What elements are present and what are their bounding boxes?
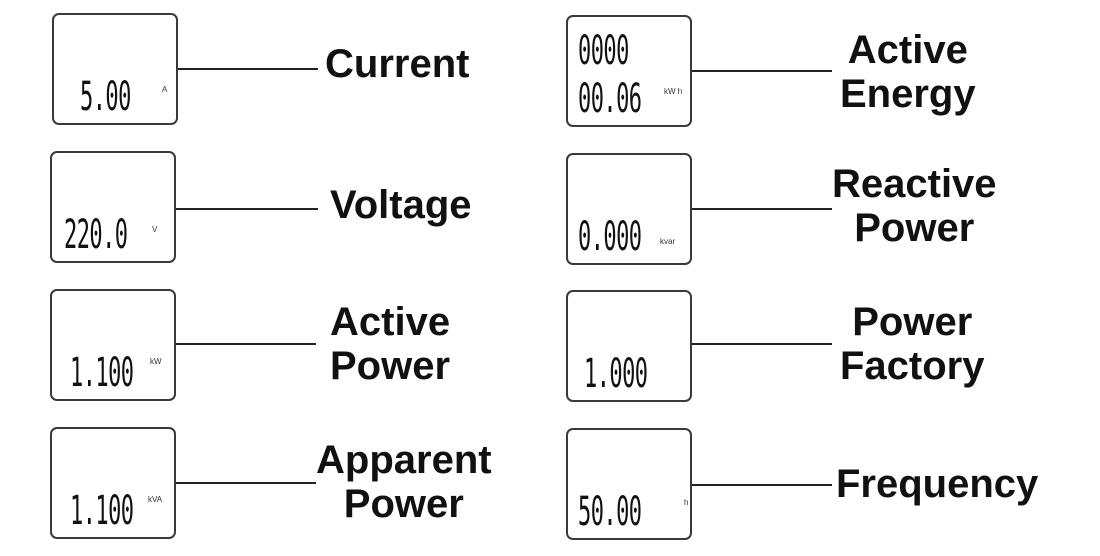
apparent-power-display: 1.100 kVA xyxy=(50,427,176,539)
active-power-connector xyxy=(176,343,316,345)
apparent-power-reading: 1.100 xyxy=(70,488,134,534)
active-energy-reading-top: 0000 xyxy=(578,28,629,74)
active-energy-connector xyxy=(692,70,832,72)
apparent-power-unit: kVA xyxy=(148,495,163,504)
frequency-connector xyxy=(692,484,832,486)
frequency-reading: 50.00 xyxy=(578,489,642,535)
current-reading: 5.00 xyxy=(80,74,131,120)
current-unit: A xyxy=(162,85,168,94)
reactive-power-display: 0.000 kvar xyxy=(566,153,692,265)
active-energy-unit: kW h xyxy=(664,87,683,96)
voltage-unit: V xyxy=(152,225,158,234)
power-factor-label: Power Factory xyxy=(840,300,985,388)
reactive-power-connector xyxy=(692,208,832,210)
voltage-reading: 220.0 xyxy=(64,212,128,258)
power-factor-display: 1.000 xyxy=(566,290,692,402)
current-label: Current xyxy=(325,42,470,86)
power-factor-reading: 1.000 xyxy=(584,351,648,397)
apparent-power-connector xyxy=(176,482,316,484)
frequency-unit: h xyxy=(684,498,689,507)
reactive-power-reading: 0.000 xyxy=(578,214,642,260)
current-display: 5.00 A xyxy=(52,13,178,125)
current-connector xyxy=(178,68,318,70)
active-power-display: 1.100 kW xyxy=(50,289,176,401)
voltage-display: 220.0 V xyxy=(50,151,176,263)
active-power-label: Active Power xyxy=(330,300,451,388)
active-energy-label: Active Energy xyxy=(840,28,976,116)
apparent-power-label: Apparent Power xyxy=(316,438,492,526)
reactive-power-label: Reactive Power xyxy=(832,162,997,250)
reactive-power-unit: kvar xyxy=(660,237,676,246)
voltage-connector xyxy=(176,208,318,210)
voltage-label: Voltage xyxy=(330,183,472,227)
power-factor-connector xyxy=(692,343,832,345)
active-energy-reading: 00.06 xyxy=(578,76,642,122)
frequency-display: 50.00 h xyxy=(566,428,692,540)
frequency-label: Frequency xyxy=(836,462,1039,506)
active-power-unit: kW xyxy=(150,357,162,366)
active-energy-display: 0000 00.06 kW h xyxy=(566,15,692,127)
active-power-reading: 1.100 xyxy=(70,350,134,396)
